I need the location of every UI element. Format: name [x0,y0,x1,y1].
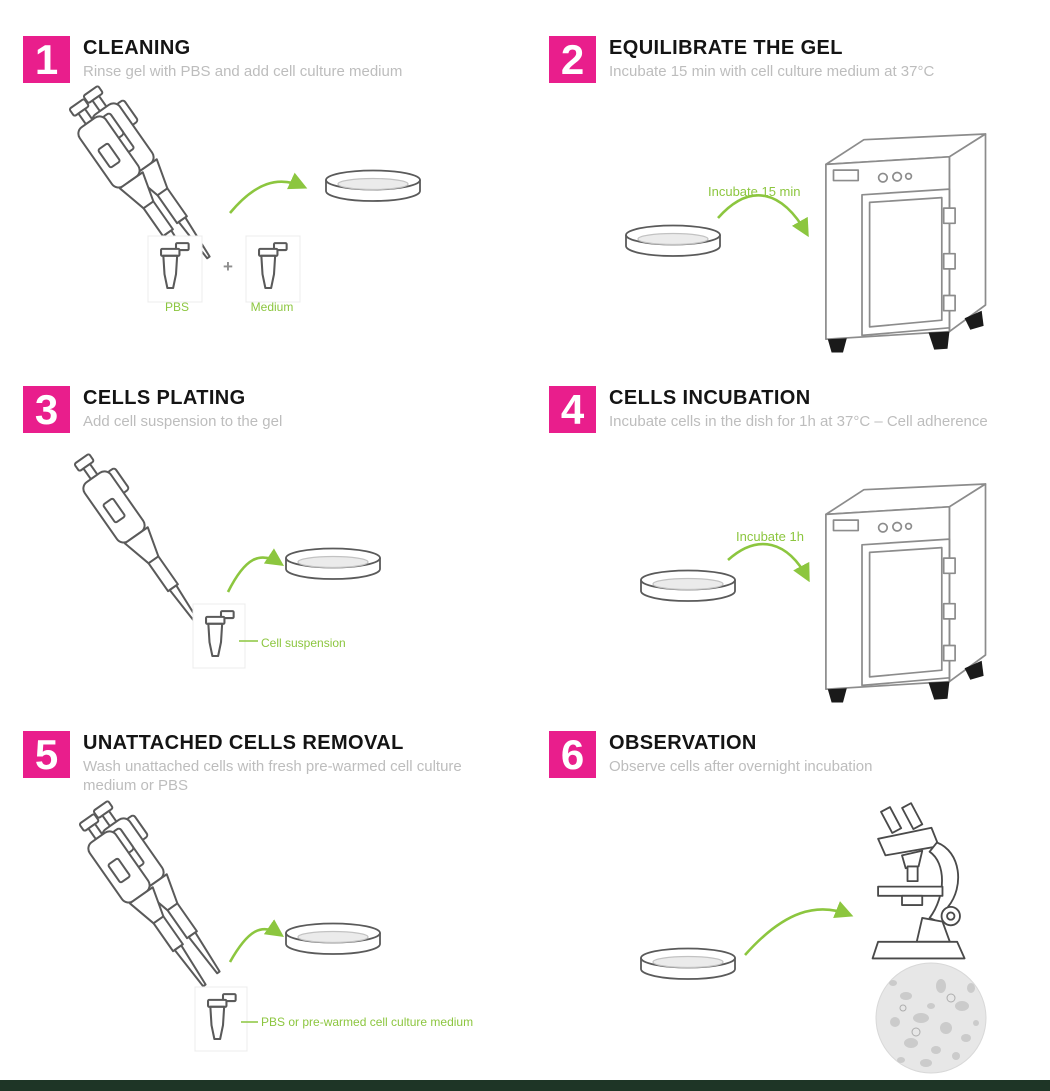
step3-header: 3 CELLS PLATING Add cell suspension to t… [23,386,282,433]
petri-dish-icon [285,922,381,955]
step6-subtitle: Observe cells after overnight incubation [609,758,873,775]
plus-sign: + [223,257,233,276]
bottom-divider-bar [0,1080,1050,1091]
step6-title: OBSERVATION [609,732,757,754]
cell-suspension-label: Cell suspension [261,636,346,650]
step5-number-badge: 5 [23,731,70,778]
medium-label: Medium [250,300,294,314]
step3-subtitle: Add cell suspension to the gel [83,413,283,430]
petri-dish-icon [625,224,721,257]
petri-dish-icon [640,947,736,980]
step6-illustration [640,802,987,1074]
step2-header: 2 EQUILIBRATE THE GEL Incubate 15 min wi… [549,36,934,83]
arrow-icon [727,542,810,583]
petri-dish-icon [325,169,421,202]
step3-number-badge: 3 [23,386,70,433]
pipette-icon [85,792,237,984]
microscope-icon [871,802,966,960]
incubator-icon [825,133,987,353]
arrow-icon [228,919,285,963]
step4-title: CELLS INCUBATION [609,387,811,409]
petri-dish-icon [285,547,381,580]
step1-number-badge: 1 [23,36,70,83]
step2-number-badge: 2 [549,36,596,83]
arrow-icon [229,172,308,214]
step5-subtitle: Wash unattached cells with fresh pre-war… [83,758,462,794]
pbs-or-medium-label: PBS or pre-warmed cell culture medium [261,1015,474,1029]
step1-subtitle: Rinse gel with PBS and add cell culture … [83,63,403,80]
step3-illustration [66,445,381,669]
petri-dish-icon [640,569,736,602]
incubate-15min-label: Incubate 15 min [708,184,801,199]
step1-header: 1 CLEANING Rinse gel with PBS and add ce… [23,36,402,83]
arrow-icon [226,548,285,593]
step6-number-badge: 6 [549,731,596,778]
step6-header: 6 OBSERVATION Observe cells after overni… [549,731,872,778]
arrow-icon [717,194,809,238]
step4-illustration [640,483,987,703]
step1-illustration [61,77,421,303]
step2-title: EQUILIBRATE THE GEL [609,37,843,59]
step3-title: CELLS PLATING [83,387,246,409]
cells-micrograph-image [875,962,987,1074]
arrow-icon [744,901,854,956]
step1-title: CLEANING [83,37,191,59]
step2-subtitle: Incubate 15 min with cell culture medium… [609,63,935,80]
step4-header: 4 CELLS INCUBATION Incubate cells in the… [549,386,988,433]
incubator-icon [825,483,987,703]
step5-illustration [71,792,381,1052]
step4-number-badge: 4 [549,386,596,433]
incubate-1h-label: Incubate 1h [736,529,804,544]
step4-subtitle: Incubate cells in the dish for 1h at 37°… [609,413,988,430]
step2-illustration [625,133,987,353]
pbs-label: PBS [164,300,189,314]
step5-header: 5 UNATTACHED CELLS REMOVAL Wash unattach… [23,731,475,796]
step5-title: UNATTACHED CELLS REMOVAL [83,732,404,754]
